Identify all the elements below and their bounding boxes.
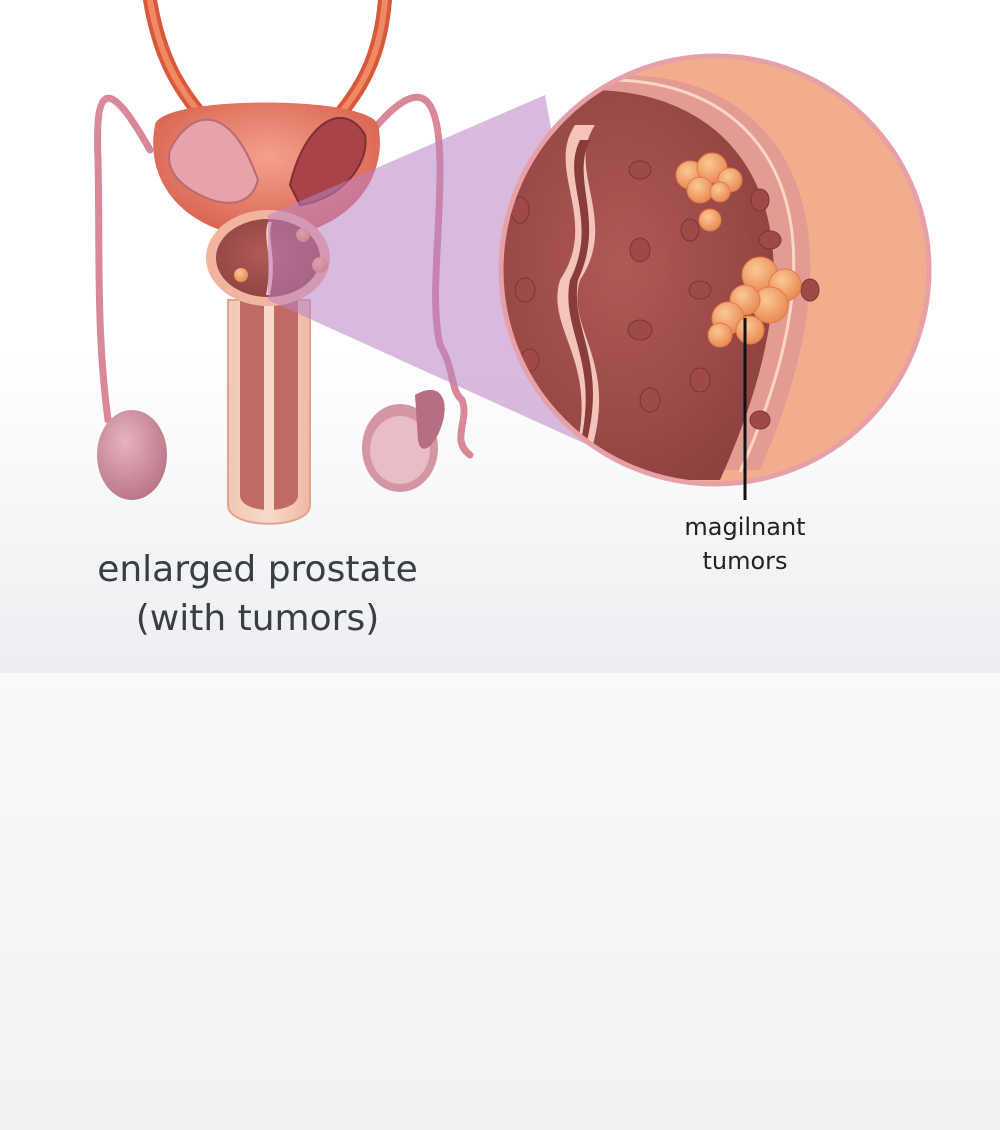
tumor-cluster-lower [707, 256, 802, 348]
blood-vessels [143, 0, 392, 127]
empty-lower-area [0, 673, 1000, 1130]
tumor-label: magilnant tumors [655, 510, 835, 578]
caption-line-1: enlarged prostate [97, 549, 418, 590]
zoom-circle [498, 53, 932, 487]
urethra [264, 300, 274, 515]
testis-right-section [362, 389, 445, 492]
testis-left [97, 410, 167, 500]
seminal-vesicles [168, 117, 367, 207]
tumor-cluster-upper [675, 152, 743, 232]
anatomy-illustration [94, 0, 932, 525]
main-caption: enlarged prostate (with tumors) [60, 545, 455, 643]
tumor-label-line-2: tumors [702, 547, 788, 575]
tumor-label-line-1: magilnant [684, 513, 806, 541]
caption-line-2: (with tumors) [135, 598, 380, 639]
